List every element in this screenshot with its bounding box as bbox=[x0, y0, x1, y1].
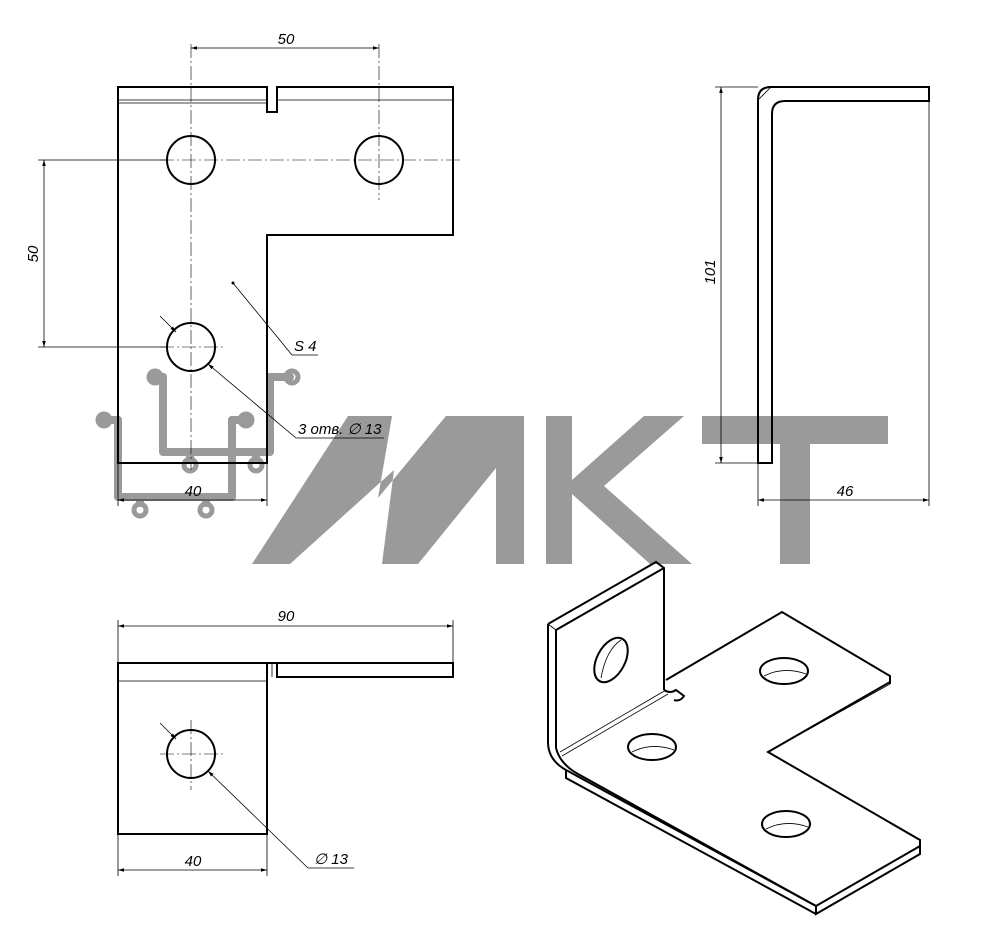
logo-letter-k bbox=[546, 416, 692, 564]
iso-hole-base-1 bbox=[759, 657, 809, 685]
dim-side-depth: 46 bbox=[837, 483, 854, 500]
watermark-logo bbox=[95, 368, 888, 564]
dim-top-width: 50 bbox=[278, 31, 295, 48]
dim-side-height: 101 bbox=[702, 259, 719, 284]
iso-hole-base-3 bbox=[761, 810, 811, 838]
dim-left-height: 50 bbox=[25, 245, 42, 262]
iso-hole-flange bbox=[593, 636, 629, 684]
isometric-view bbox=[547, 560, 921, 916]
hole-front-callout: ∅ 13 bbox=[314, 851, 349, 868]
front-view: 90 40 ∅ 13 bbox=[117, 608, 454, 876]
plan-view: 50 50 40 S 4 3 отв. ∅ 13 bbox=[25, 31, 460, 506]
side-view: 101 46 bbox=[702, 86, 930, 506]
dim-front-width: 40 bbox=[185, 853, 202, 870]
dim-overall-length: 90 bbox=[278, 608, 295, 625]
logo-letter-t bbox=[702, 416, 888, 564]
dim-bottom-width: 40 bbox=[185, 483, 202, 500]
logo-letter-m bbox=[252, 416, 524, 564]
logo-pipe-icon bbox=[95, 368, 301, 519]
thickness-callout: S 4 bbox=[294, 338, 317, 355]
holes-callout-plan: 3 отв. ∅ 13 bbox=[298, 421, 382, 438]
iso-hole-base-2 bbox=[627, 733, 677, 761]
